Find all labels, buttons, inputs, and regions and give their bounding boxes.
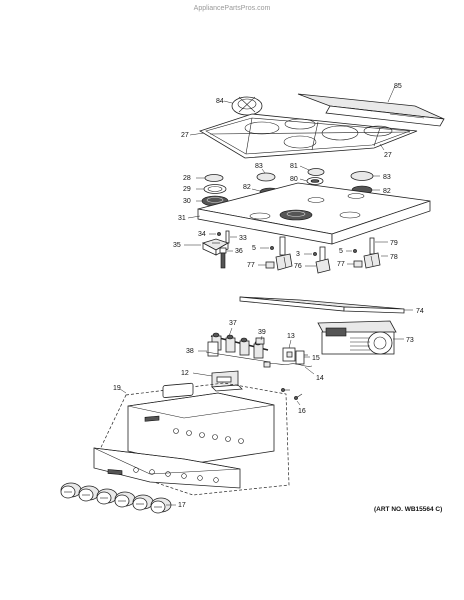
burner-ring-29[interactable] — [203, 184, 227, 194]
burner-cap-84[interactable] — [231, 96, 263, 116]
callout-29: 29 — [183, 186, 191, 193]
callout-14: 14 — [316, 375, 324, 382]
knob-17-e[interactable] — [132, 494, 154, 511]
knob-17-a[interactable] — [60, 482, 82, 499]
screw-5-left[interactable] — [270, 246, 274, 250]
burner-head-80[interactable] — [306, 177, 324, 185]
callout-77-right: 77 — [337, 261, 345, 268]
burner-cap-28[interactable] — [204, 174, 224, 182]
valve-39[interactable] — [255, 337, 265, 345]
callout-3: 3 — [296, 251, 300, 258]
callout-76: 76 — [294, 263, 302, 270]
callout-82-right: 82 — [383, 188, 391, 195]
callout-35: 35 — [173, 242, 181, 249]
callout-74: 74 — [416, 308, 424, 315]
callout-31: 31 — [178, 215, 186, 222]
harness-14[interactable] — [263, 361, 313, 368]
screw-16b[interactable] — [281, 388, 290, 392]
grate-assembly-27[interactable] — [199, 113, 418, 159]
callout-5-right: 5 — [339, 248, 343, 255]
callout-30: 30 — [183, 198, 191, 205]
control-panel-assembly-19[interactable] — [93, 382, 290, 496]
callout-83-right: 83 — [383, 174, 391, 181]
valve-78[interactable] — [363, 252, 381, 269]
spark-switch-77-right[interactable] — [353, 260, 363, 268]
callout-33: 33 — [239, 235, 247, 242]
callout-28: 28 — [183, 175, 191, 182]
knob-17-c[interactable] — [96, 488, 118, 505]
callout-27-left: 27 — [181, 132, 189, 139]
cooling-fan-73[interactable] — [317, 320, 397, 355]
callout-73: 73 — [406, 337, 414, 344]
callout-77-left: 77 — [247, 262, 255, 269]
callout-39: 39 — [258, 329, 266, 336]
callout-79: 79 — [390, 240, 398, 247]
valve-bracket-left[interactable] — [275, 236, 293, 271]
callout-12: 12 — [181, 370, 189, 377]
callout-19: 19 — [113, 385, 121, 392]
screw-16[interactable] — [294, 393, 303, 400]
knob-17-b[interactable] — [78, 485, 100, 502]
control-panel-upper[interactable] — [127, 382, 275, 466]
valve-76[interactable] — [315, 246, 331, 274]
igniter-33[interactable] — [225, 230, 230, 244]
rear-trim-85[interactable] — [297, 93, 445, 127]
callout-82-left: 82 — [243, 184, 251, 191]
spark-switch-77-left[interactable] — [265, 261, 275, 269]
orifice-36[interactable] — [219, 247, 227, 269]
callout-38: 38 — [186, 348, 194, 355]
knob-17-d[interactable] — [114, 491, 136, 508]
callout-36: 36 — [235, 248, 243, 255]
callout-34: 34 — [198, 231, 206, 238]
screw-3[interactable] — [313, 252, 317, 256]
burner-cap-81[interactable] — [307, 168, 325, 176]
watermark-text: AppliancePartsPros.com — [194, 5, 271, 12]
screw-34[interactable] — [217, 232, 221, 236]
callout-17: 17 — [178, 502, 186, 509]
valve-assembly-38[interactable] — [205, 341, 271, 363]
cooktop-31[interactable] — [197, 182, 431, 245]
callout-15: 15 — [312, 355, 320, 362]
control-board-12[interactable] — [211, 370, 243, 392]
callout-5-left: 5 — [252, 245, 256, 252]
bracket-74[interactable] — [239, 296, 405, 314]
terminal-block-15[interactable] — [295, 350, 308, 365]
callout-83-left: 83 — [255, 163, 263, 170]
burner-cap-83-left[interactable] — [256, 172, 276, 182]
callout-13: 13 — [287, 333, 295, 340]
control-panel-lower[interactable] — [93, 447, 241, 489]
callout-37: 37 — [229, 320, 237, 327]
callout-78: 78 — [390, 254, 398, 261]
knob-17-f[interactable] — [150, 497, 172, 514]
burner-cap-83-right[interactable] — [350, 171, 374, 181]
screw-5-right[interactable] — [353, 249, 357, 253]
callout-16: 16 — [298, 408, 306, 415]
igniter-79[interactable] — [369, 237, 375, 255]
callout-85: 85 — [394, 83, 402, 90]
callout-81: 81 — [290, 163, 298, 170]
art-number: (ART NO. WB15564 C) — [374, 506, 442, 513]
callout-84: 84 — [216, 98, 224, 105]
spark-module-13[interactable] — [282, 347, 296, 362]
callout-80: 80 — [290, 176, 298, 183]
callout-27-right: 27 — [384, 152, 392, 159]
